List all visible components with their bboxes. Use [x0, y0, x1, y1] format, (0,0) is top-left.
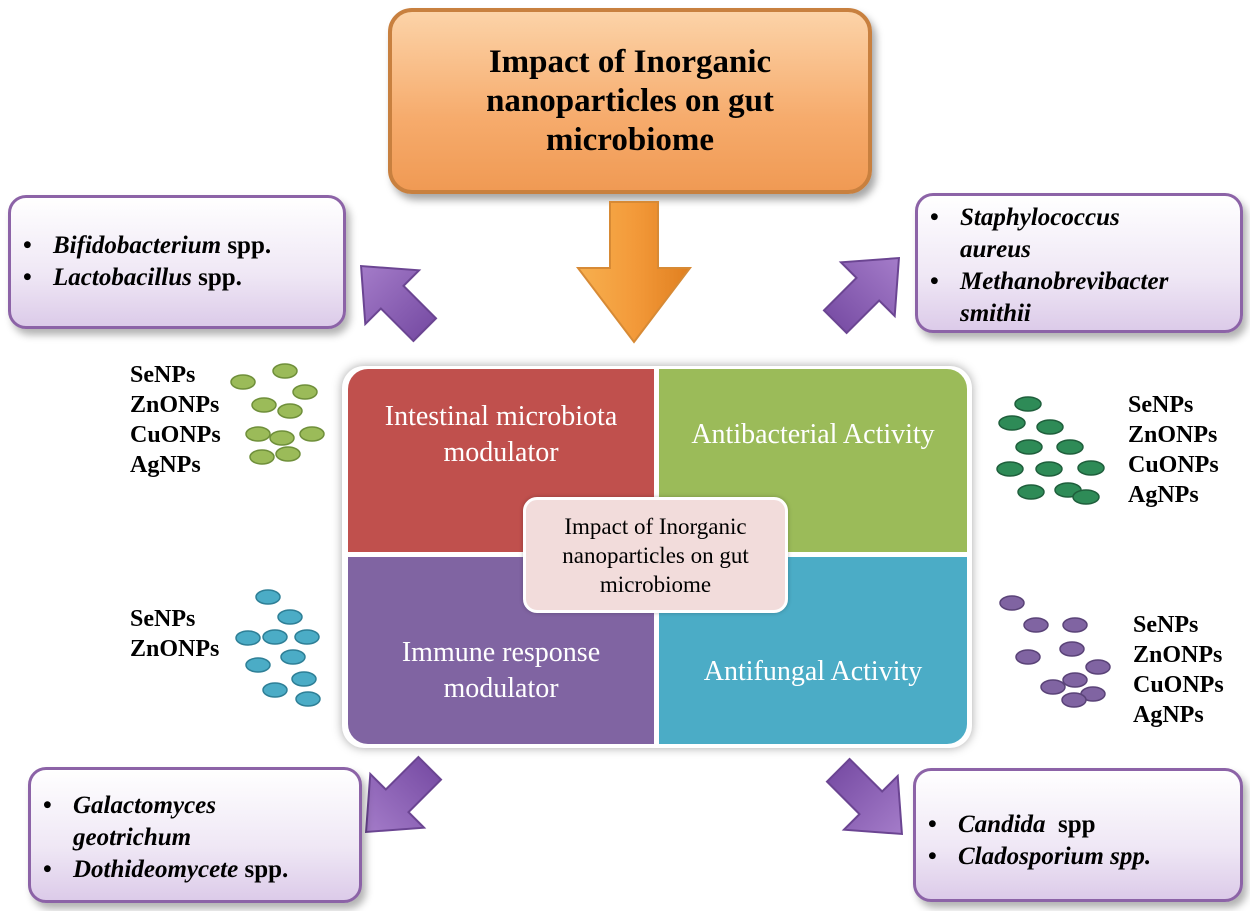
box-bottom-right: Candida spp Cladosporium spp. [913, 768, 1243, 902]
quad-immune-modulator: Immune response modulator [348, 557, 654, 744]
particle-cluster-light-green-icon [230, 363, 325, 465]
arrow-bottom-right-icon [825, 757, 904, 836]
particle-cluster-blue-icon [235, 589, 321, 707]
arrow-top-left-icon [359, 264, 438, 343]
list-item: Cladosporium spp. [916, 841, 1240, 873]
particle-cluster-dark-green-icon [996, 396, 1105, 505]
np-list-bottom-right: SeNPs ZnONPs CuONPs AgNPs [1133, 612, 1224, 728]
quad-label: Antibacterial Activity [691, 418, 935, 450]
list-item: Staphylococcus aureus [918, 202, 1168, 266]
quad-label: Intestinal microbiota modulator [384, 400, 618, 468]
np-list-bottom-left: SeNPs ZnONPs [130, 606, 220, 662]
arrow-bottom-left-icon [364, 755, 443, 834]
np-list-top-right: SeNPs ZnONPs CuONPs AgNPs [1128, 392, 1219, 508]
box-top-left: Bifidobacterium spp. Lactobacillus spp. [8, 195, 346, 329]
quad-label: Antifungal Activity [703, 655, 923, 687]
list-item: Methanobrevibacter smithii [918, 266, 1168, 330]
list-item: Dothideomycete spp. [31, 854, 331, 886]
box-top-right: Staphylococcus aureus Methanobrevibacter… [915, 193, 1243, 333]
arrow-top-right-icon [822, 256, 901, 335]
list-item: Candida spp [916, 809, 1240, 841]
np-list-top-left: SeNPs ZnONPs CuONPs AgNPs [130, 362, 221, 478]
title-text: Impact of Inorganic nanoparticles on gut… [486, 43, 774, 158]
list-item: Lactobacillus spp. [11, 262, 343, 294]
list-item: Galactomyces geotrichum [31, 790, 331, 854]
down-arrow-icon [575, 201, 693, 344]
center-label: Impact of Inorganic nanoparticles on gut… [523, 497, 788, 613]
quad-label: Immune response modulator [401, 636, 601, 704]
list-item: Bifidobacterium spp. [11, 230, 343, 262]
particle-cluster-purple-icon [999, 595, 1111, 708]
box-bottom-left: Galactomyces geotrichum Dothideomycete s… [28, 767, 362, 903]
title-box: Impact of Inorganic nanoparticles on gut… [388, 8, 872, 194]
